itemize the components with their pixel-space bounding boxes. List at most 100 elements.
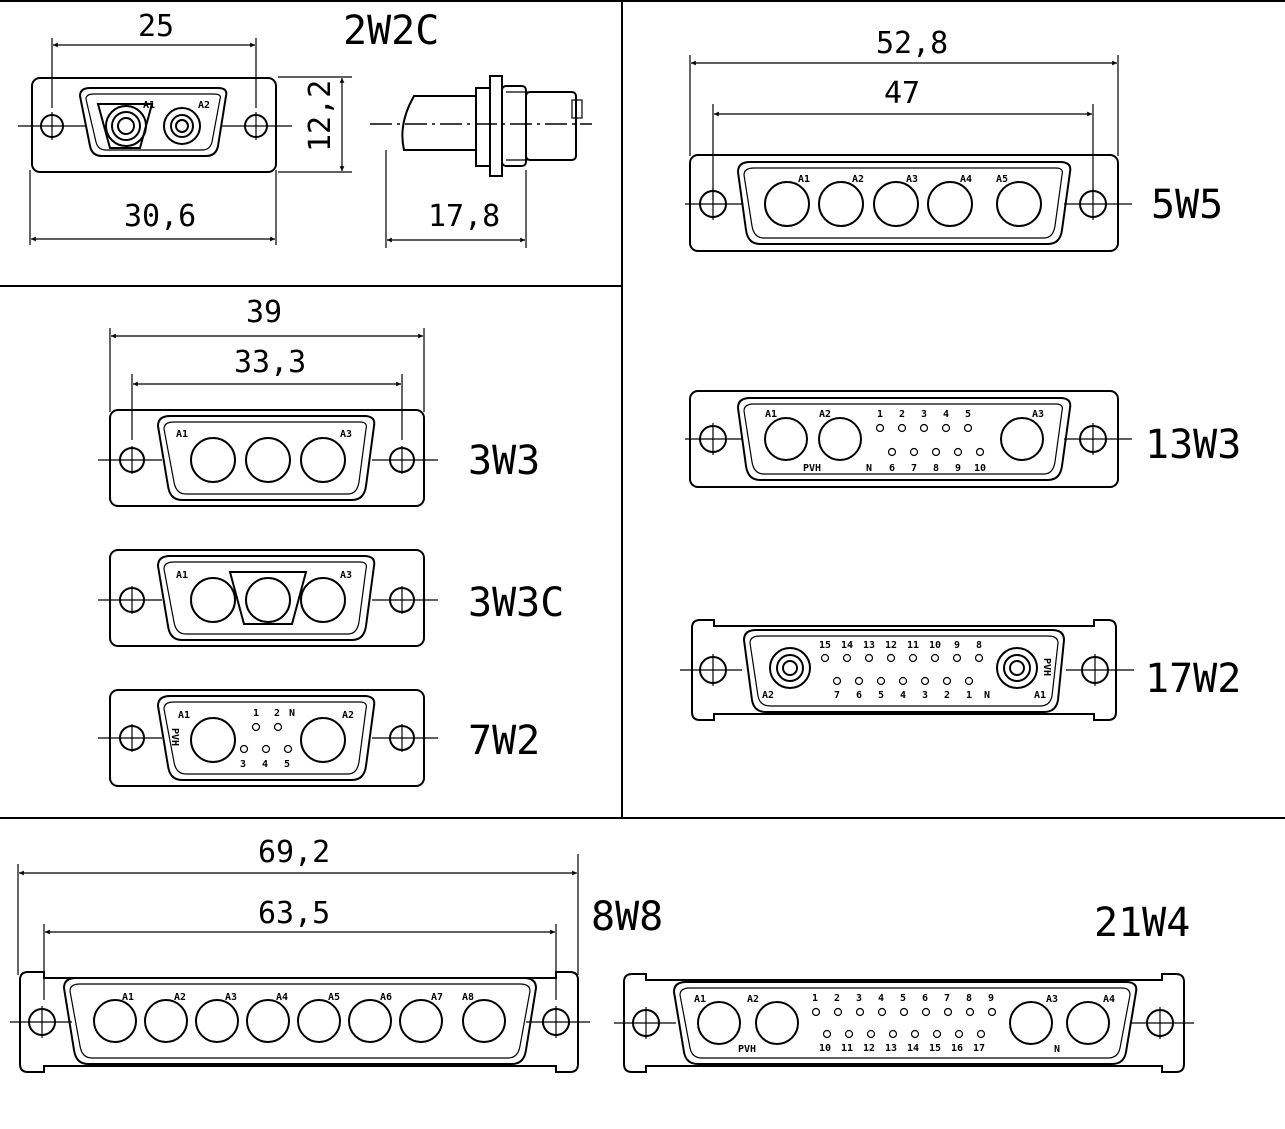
dimension-2W2C-width-a: 25	[138, 9, 174, 44]
contact-label-3W3C-A3: A3	[340, 570, 352, 581]
contact-label-13W3-A2: A2	[819, 409, 831, 420]
pin-label-13W3-9: 9	[955, 463, 961, 474]
contact-label-21W4-A4: A4	[1103, 994, 1115, 1005]
pin-label-21W4-12: 12	[863, 1043, 875, 1054]
pin-label-17W2-5: 5	[878, 690, 884, 701]
pin-label-21W4-10: 10	[819, 1043, 831, 1054]
contact-label-8W8-A5: A5	[328, 992, 340, 1003]
pin-label-7W2-N: N	[289, 708, 295, 719]
contact-label-5W5-A2: A2	[852, 174, 864, 185]
contact-label-8W8-A6: A6	[380, 992, 392, 1003]
pin-label-13W3-7: 7	[911, 463, 917, 474]
connector-3W3: 3W3 39 33,3 A1 A3	[98, 295, 540, 507]
pin-label-17W2-14: 14	[841, 640, 853, 651]
dimension-5W5-width-a: 52,8	[876, 26, 948, 61]
connector-5W5: 5W5 52,8 47 A1 A2 A3 A4 A5	[685, 26, 1223, 252]
contact-label-21W4-A2: A2	[747, 994, 759, 1005]
contact-label-21W4-A3: A3	[1046, 994, 1058, 1005]
connector-label-8W8: 8W8	[591, 894, 663, 940]
contact-label-13W3-A1: A1	[765, 409, 777, 420]
contact-label-8W8-A2: A2	[174, 992, 186, 1003]
connector-21W4: 21W4 A1 A2 A3 A4 PVH N 1 2 3 4 5	[614, 900, 1194, 1073]
pin-label-17W2-12: 12	[885, 640, 897, 651]
connector-label-21W4: 21W4	[1094, 900, 1190, 946]
pin-label-17W2-N: N	[984, 690, 990, 701]
contact-label-13W3-A3: A3	[1032, 409, 1044, 420]
connector-3W3C: 3W3C A1 A3	[98, 549, 564, 647]
pin-label-21W4-14: 14	[907, 1043, 919, 1054]
contact-label-5W5-A4: A4	[960, 174, 972, 185]
pin-label-17W2-13: 13	[863, 640, 875, 651]
contact-label-5W5-A3: A3	[906, 174, 918, 185]
marking-13W3-N: N	[866, 463, 872, 474]
pin-label-17W2-6: 6	[856, 690, 862, 701]
dimension-2W2C-width-b: 30,6	[124, 199, 196, 234]
pin-label-17W2-11: 11	[907, 640, 919, 651]
pin-label-7W2-5: 5	[284, 759, 290, 770]
contact-label-3W3C-A1: A1	[176, 570, 188, 581]
marking-21W4-PVH: PVH	[738, 1044, 756, 1055]
pin-label-17W2-3: 3	[922, 690, 928, 701]
pin-label-17W2-1: 1	[966, 690, 972, 701]
pin-label-13W3-1: 1	[877, 409, 883, 420]
connector-label-5W5: 5W5	[1151, 182, 1223, 228]
pin-label-21W4-15: 15	[929, 1043, 941, 1054]
contact-label-8W8-A8: A8	[462, 992, 474, 1003]
pin-label-13W3-5: 5	[965, 409, 971, 420]
pin-label-21W4-4: 4	[878, 993, 884, 1004]
dimension-5W5-width-b: 47	[884, 76, 920, 111]
contact-label-8W8-A7: A7	[431, 992, 443, 1003]
pin-label-17W2-8: 8	[976, 640, 982, 651]
pin-label-17W2-4: 4	[900, 690, 906, 701]
connector-label-7W2: 7W2	[468, 718, 540, 764]
pin-label-13W3-6: 6	[889, 463, 895, 474]
pin-label-7W2-4: 4	[262, 759, 268, 770]
pin-label-21W4-16: 16	[951, 1043, 963, 1054]
dimension-2W2C-depth: 17,8	[428, 199, 500, 234]
connector-label-3W3C: 3W3C	[468, 580, 564, 626]
connector-label-13W3: 13W3	[1145, 422, 1241, 468]
dimension-2W2C-height: 12,2	[303, 80, 338, 152]
contact-label-8W8-A4: A4	[276, 992, 288, 1003]
pin-label-21W4-17: 17	[973, 1043, 985, 1054]
pin-label-21W4-11: 11	[841, 1043, 853, 1054]
pin-label-17W2-7: 7	[834, 690, 840, 701]
contact-label-5W5-A5: A5	[996, 174, 1008, 185]
pin-label-13W3-8: 8	[933, 463, 939, 474]
contact-label-7W2-A1: A1	[178, 710, 190, 721]
contact-label-5W5-A1: A1	[798, 174, 810, 185]
connector-label-3W3: 3W3	[468, 438, 540, 484]
connector-2W2C: 2W2C 25 30,6 12,2 17,8 A1 A2	[18, 8, 592, 248]
contact-label-8W8-A3: A3	[225, 992, 237, 1003]
contact-label-7W2-A2: A2	[342, 710, 354, 721]
connector-7W2: 7W2 A1 A2 PVH 1 2 N 3 4 5	[98, 689, 540, 787]
pin-label-21W4-3: 3	[856, 993, 862, 1004]
pin-label-21W4-6: 6	[922, 993, 928, 1004]
pin-label-17W2-10: 10	[929, 640, 941, 651]
pin-label-13W3-3: 3	[921, 409, 927, 420]
marking-13W3-PVH: PVH	[803, 463, 821, 474]
pin-label-13W3-4: 4	[943, 409, 949, 420]
contact-label-3W3-A1: A1	[176, 429, 188, 440]
connector-17W2: 17W2 A2 A1 PVH 15 14 13 12 11 10 9 8	[680, 619, 1241, 721]
pin-label-21W4-9: 9	[988, 993, 994, 1004]
pin-label-21W4-1: 1	[812, 993, 818, 1004]
marking-7W2-PVH: PVH	[169, 728, 180, 746]
contact-label-17W2-A2: A2	[762, 690, 774, 701]
pin-label-13W3-10: 10	[974, 463, 986, 474]
dimension-3W3-width-a: 39	[246, 295, 282, 330]
pin-label-13W3-2: 2	[899, 409, 905, 420]
pin-label-7W2-3: 3	[240, 759, 246, 770]
contact-label-17W2-A1: A1	[1034, 690, 1046, 701]
pin-label-21W4-13: 13	[885, 1043, 897, 1054]
connector-13W3: 13W3 A1 A2 A3 PVH N 1 2 3 4 5 6 7 8 9 10	[685, 390, 1241, 488]
marking-17W2-PVH: PVH	[1041, 658, 1052, 676]
pin-label-17W2-2: 2	[944, 690, 950, 701]
contact-label-8W8-A1: A1	[122, 992, 134, 1003]
contact-label-2W2C-A1: A1	[143, 100, 155, 111]
pin-label-7W2-2: 2	[274, 708, 280, 719]
dimension-8W8-width-a: 69,2	[258, 835, 330, 870]
pin-label-21W4-5: 5	[900, 993, 906, 1004]
pin-label-21W4-8: 8	[966, 993, 972, 1004]
